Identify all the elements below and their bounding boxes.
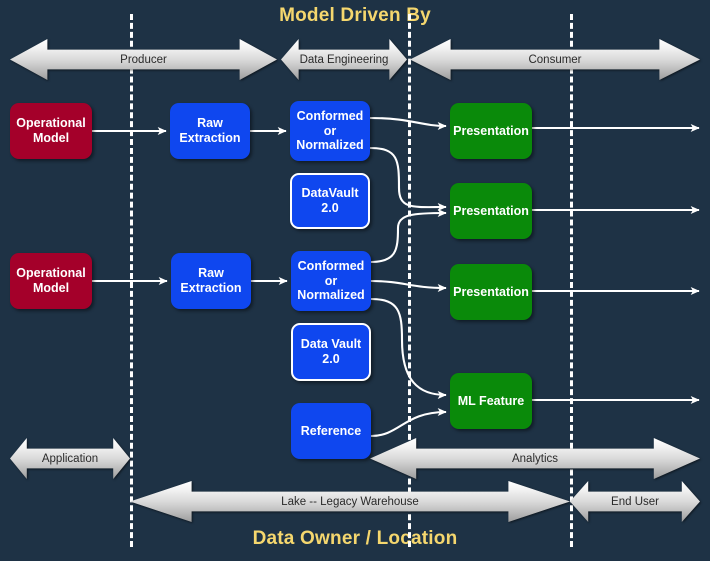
band-application: Application: [10, 438, 130, 479]
node-label: Presentation: [453, 123, 529, 138]
node-label: Conformed or Normalized: [296, 108, 364, 153]
band-label: Application: [41, 452, 99, 465]
node-label: Presentation: [453, 203, 529, 218]
node-ml-feature[interactable]: ML Feature: [450, 373, 532, 429]
node-datavault-2[interactable]: Data Vault 2.0: [291, 323, 371, 381]
node-presentation-2[interactable]: Presentation: [450, 183, 532, 239]
node-conformed-2[interactable]: Conformed or Normalized: [291, 251, 371, 311]
band-analytics: Analytics: [370, 438, 700, 479]
node-label: Raw Extraction: [179, 116, 241, 145]
node-label: Reference: [300, 423, 362, 438]
node-raw-extraction-2[interactable]: Raw Extraction: [171, 253, 251, 309]
node-datavault-1[interactable]: DataVault 2.0: [290, 173, 370, 229]
band-label: Data Engineering: [299, 53, 389, 66]
node-label: DataVault 2.0: [301, 186, 359, 215]
node-label: Operational Model: [16, 116, 86, 145]
band-label: End User: [611, 495, 659, 508]
band-data-engineering: Data Engineering: [281, 39, 407, 80]
band-consumer: Consumer: [410, 39, 700, 80]
node-label: Data Vault 2.0: [300, 337, 362, 366]
diagram-title-top: Model Driven By: [279, 5, 431, 26]
node-presentation-1[interactable]: Presentation: [450, 103, 532, 159]
node-label: Raw Extraction: [180, 266, 242, 295]
divider-producer-engineering: [130, 14, 133, 547]
node-presentation-3[interactable]: Presentation: [450, 264, 532, 320]
band-label: Lake -- Legacy Warehouse: [281, 495, 419, 508]
band-label: Analytics: [511, 452, 559, 465]
node-operational-model-2[interactable]: Operational Model: [10, 253, 92, 309]
diagram-title-bottom: Data Owner / Location: [252, 528, 458, 549]
band-end-user: End User: [570, 481, 700, 522]
node-conformed-1[interactable]: Conformed or Normalized: [290, 101, 370, 161]
band-producer: Producer: [10, 39, 277, 80]
node-label: Presentation: [453, 284, 529, 299]
node-reference[interactable]: Reference: [291, 403, 371, 459]
node-label: Conformed or Normalized: [297, 258, 365, 303]
band-label: Producer: [120, 53, 167, 66]
node-label: Operational Model: [16, 266, 86, 295]
node-operational-model-1[interactable]: Operational Model: [10, 103, 92, 159]
band-lake-legacy-warehouse: Lake -- Legacy Warehouse: [130, 481, 570, 522]
node-raw-extraction-1[interactable]: Raw Extraction: [170, 103, 250, 159]
divider-consumer-enduser: [570, 14, 573, 547]
node-label: ML Feature: [457, 393, 525, 408]
band-label: Consumer: [528, 53, 582, 66]
